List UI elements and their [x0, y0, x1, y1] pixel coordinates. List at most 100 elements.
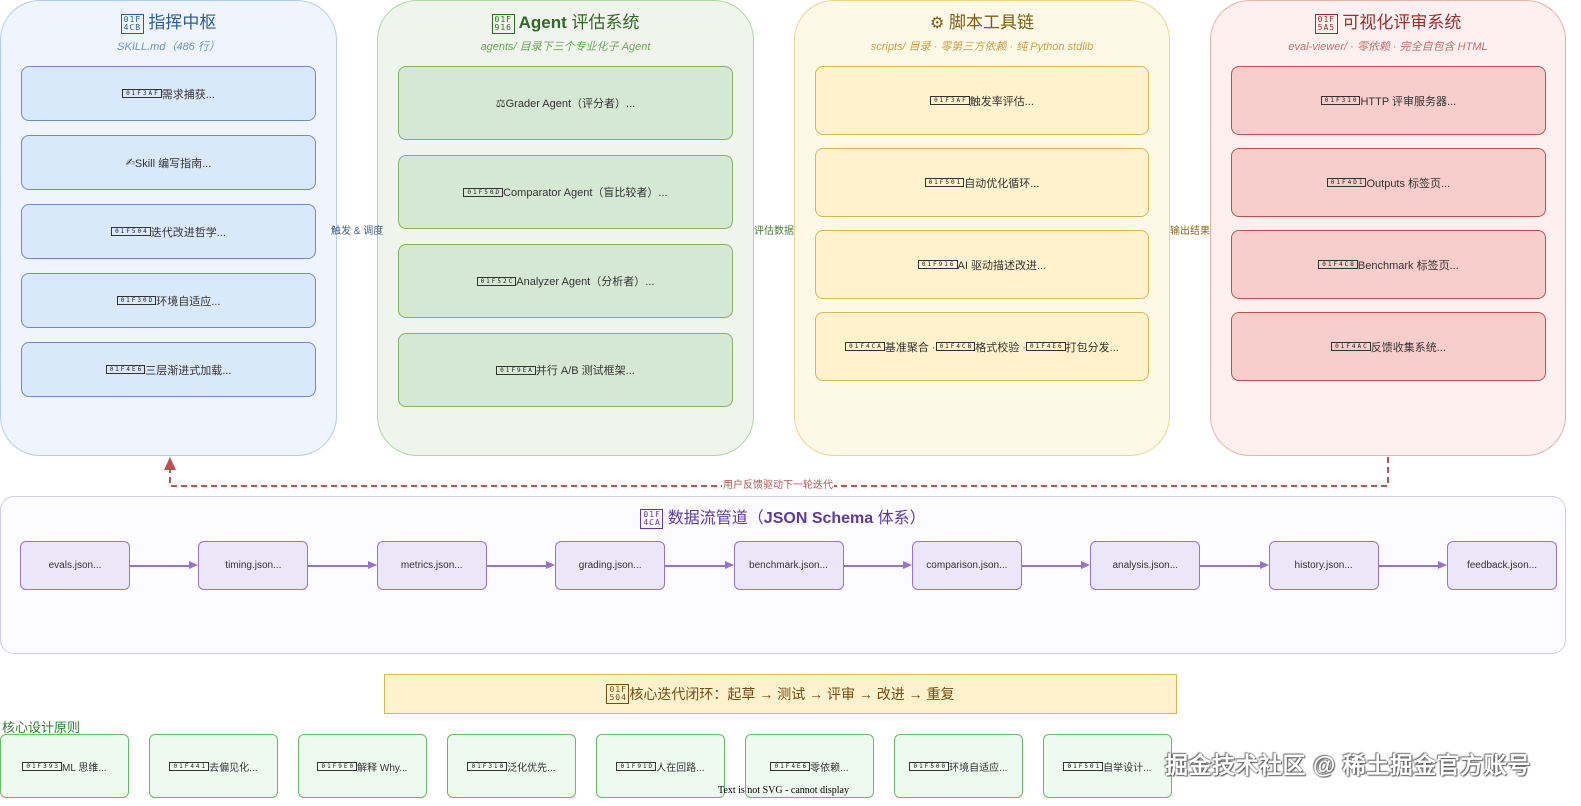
- connector-label-output: 输出结果: [1170, 226, 1210, 237]
- speech-balloon-icon: 01F4AC: [1331, 342, 1371, 351]
- pipeline-node: benchmark.json...: [733, 541, 844, 590]
- principle-card: 01F310 泛化优先...: [447, 734, 576, 798]
- principle-card: 01F4E6 零依赖...: [745, 734, 874, 798]
- pipeline-node: analysis.json...: [1090, 541, 1201, 590]
- flow-arrow: [308, 541, 378, 590]
- handshake-icon: 01F91D: [616, 761, 657, 771]
- label-text: 触发率评估...: [969, 95, 1034, 108]
- module-card: 01F916 AI 驱动描述改进...: [815, 230, 1149, 299]
- principle-card: 01F500 环境自适应...: [894, 734, 1023, 798]
- principle-card: 01F91D 人在回路...: [596, 734, 725, 798]
- module-card: ⚖ Grader Agent（评分者）...: [398, 66, 733, 140]
- panel-title: ⚙ 脚本工具链: [795, 11, 1169, 36]
- repeat-icon: 01F501: [924, 178, 965, 187]
- panel-title: 01F5A5 可视化评审系统: [1211, 11, 1565, 35]
- flow-arrow: [665, 541, 734, 590]
- package-icon: 01F4E6: [770, 761, 811, 771]
- label-text: 反馈收集系统...: [1370, 341, 1446, 354]
- label-text: 三层渐进式加载...: [145, 364, 232, 377]
- label-text: 人在回路...: [656, 762, 705, 774]
- label-text: 核心迭代闭环：起草 → 测试 → 评审 → 改进 → 重复: [629, 686, 955, 702]
- refresh-arrows-icon: 01F504: [111, 227, 151, 236]
- magnifier-icon: 01F50D: [463, 187, 504, 197]
- label-text: Comparator Agent（盲比较者）...: [503, 187, 668, 199]
- label-text: 迭代改进哲学...: [150, 226, 226, 239]
- pipeline-flow: evals.json...timing.json...metrics.json.…: [20, 541, 1557, 590]
- globe-meridians-icon: 01F310: [467, 761, 508, 771]
- core-iteration-loop: 01F504 核心迭代闭环：起草 → 测试 → 评审 → 改进 → 重复: [384, 674, 1177, 714]
- bold-text: Agent: [514, 13, 567, 32]
- flow-arrow: [1200, 541, 1270, 590]
- target-icon: 01F3AF: [930, 96, 970, 105]
- bold-text: JSON Schema: [763, 510, 874, 527]
- module-card: 01F4AC 反馈收集系统...: [1231, 312, 1546, 381]
- label-text: Skill 编写指南...: [134, 157, 212, 170]
- label-text: 环境自适应...: [949, 762, 1008, 774]
- package-icon: 01F4E6: [105, 365, 146, 374]
- module-card: 01F310 HTTP 评审服务器...: [1231, 66, 1546, 135]
- target-icon: 01F3AF: [122, 89, 162, 98]
- feedback-loop-label: 用户反馈驱动下一轮迭代: [722, 480, 834, 492]
- label-text: 指挥中枢: [143, 13, 217, 32]
- label-text: 解释 Why...: [357, 762, 408, 774]
- globe-meridians-icon: 01F310: [1320, 96, 1361, 105]
- label-text: 格式校验 ·: [975, 341, 1026, 354]
- eye-icon: 01F441: [169, 761, 210, 771]
- data-pipeline: 01F4CA 数据流管道（JSON Schema 体系） evals.json.…: [0, 496, 1566, 654]
- panel-script-toolchain: ⚙ 脚本工具链 scripts/ 目录 · 零第三方依赖 · 纯 Python …: [794, 0, 1170, 456]
- label-text: 泛化优先...: [507, 762, 556, 774]
- flow-arrow: [486, 541, 556, 590]
- module-card: 01F50D Comparator Agent（盲比较者）...: [398, 155, 733, 229]
- panel-subtitle: agents/ 目录下三个专业化子 Agent: [480, 41, 651, 53]
- clipboard-icon: 01F4CB: [935, 342, 976, 351]
- pipeline-node: comparison.json...: [911, 541, 1022, 590]
- principles-heading: 核心设计原则: [2, 720, 81, 735]
- pipeline-title: 01F4CA 数据流管道（JSON Schema 体系）: [1, 508, 1565, 530]
- pipeline-node: grading.json...: [555, 541, 666, 590]
- panel-subtitle: SKILL.md（486 行）: [117, 41, 220, 53]
- flow-arrow: [1021, 541, 1091, 590]
- label-text: Outputs 标签页...: [1366, 177, 1451, 190]
- label-text: 并行 A/B 测试框架...: [535, 365, 635, 377]
- bar-chart-icon: 01F4CA: [845, 342, 885, 351]
- label-text: 零依赖...: [810, 762, 849, 774]
- feedback-loop-path: [169, 457, 1389, 487]
- flow-arrow: [130, 541, 199, 590]
- module-card: 01F504 迭代改进哲学...: [21, 204, 316, 259]
- pipeline-node: history.json...: [1268, 541, 1379, 590]
- test-tube-icon: 01F9EA: [496, 365, 536, 375]
- label-text: 自举设计...: [1103, 762, 1152, 774]
- flow-arrow: [843, 541, 913, 590]
- pipeline-node: evals.json...: [20, 541, 130, 590]
- chart-increasing-icon: 01F4C8: [1318, 260, 1358, 269]
- principles-row: 01F393 ML 思维...01F441 去偏见化...01F9E0 解释 W…: [0, 734, 1172, 798]
- label-text: 脚本工具链: [944, 13, 1035, 32]
- module-card: 01F3AF 触发率评估...: [815, 66, 1149, 135]
- principle-card: 01F441 去偏见化...: [149, 734, 278, 798]
- panel-items: 01F3AF 触发率评估...01F501 自动优化循环...01F916 AI…: [815, 66, 1149, 381]
- label-text: 可视化评审系统: [1337, 13, 1462, 32]
- label-text: 打包分发...: [1065, 341, 1119, 354]
- robot-icon: 01F916: [917, 260, 958, 269]
- scales-icon: ⚖: [495, 97, 506, 110]
- desktop-computer-icon: 01F5A5: [1314, 13, 1338, 34]
- panel-items: 01F310 HTTP 评审服务器... 01F4D1 Outputs 标签页..…: [1231, 66, 1546, 381]
- graduation-cap-icon: 01F393: [22, 761, 63, 771]
- panel-items: ⚖ Grader Agent（评分者）... 01F50D Comparator …: [398, 66, 733, 407]
- module-card: 01F4D1 Outputs 标签页...: [1231, 148, 1546, 217]
- label-text: 数据流管道（: [663, 510, 764, 527]
- module-card: 01F30D 环境自适应...: [21, 273, 316, 328]
- module-card: 01F4C8 Benchmark 标签页...: [1231, 230, 1546, 299]
- module-card: 01F52C Analyzer Agent（分析者）...: [398, 244, 733, 318]
- principle-card: 01F501 自举设计...: [1043, 734, 1172, 798]
- module-card: 01F4E6 三层渐进式加载...: [21, 342, 316, 397]
- pipeline-node: feedback.json...: [1447, 541, 1557, 590]
- label-text: 评估系统: [566, 13, 640, 32]
- flow-arrow: [1378, 541, 1448, 590]
- module-card: 01F3AF 需求捕获...: [21, 66, 316, 121]
- refresh-arrows-icon: 01F504: [606, 684, 630, 704]
- label-text: Benchmark 标签页...: [1357, 259, 1459, 272]
- label-text: 去偏见化...: [209, 762, 258, 774]
- writing-hand-icon: ✍: [125, 157, 135, 169]
